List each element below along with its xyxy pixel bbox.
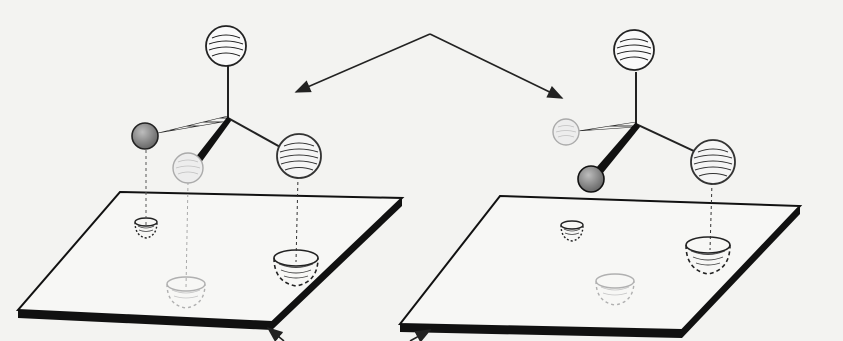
left-site-faint [166,276,206,309]
arrow-to-left-plane [266,326,285,341]
right-binding-sites [560,220,731,306]
left-atoms [131,25,322,184]
right-receptor-plane [397,194,803,338]
right-bonds [577,72,697,174]
left-plane-edge [18,310,272,330]
arrow-to-right-molecule [429,33,564,99]
right-plane-edge [400,324,682,338]
left-bonds [157,64,283,164]
left-receptor-plane [15,190,405,330]
arrow-to-left-molecule [294,33,431,93]
right-atom-dark [577,165,605,193]
left-drop-lines [145,150,299,289]
left-atom-faint [172,152,204,184]
right-drop-lines [709,181,713,251]
bottom-arrows [266,326,432,341]
right-atom-faint [552,118,580,146]
mirror-arrows [294,33,564,99]
right-site-small-dark [560,220,584,242]
right-atoms [552,29,736,193]
right-atom-large [690,139,736,185]
right-atom-top [613,29,655,71]
right-hashed-bond [577,121,637,132]
left-atom-top [205,25,247,67]
right-panel [397,29,803,338]
right-site-large [685,236,731,275]
left-panel [15,25,405,330]
arrow-to-right-plane [409,329,432,341]
left-atom-dark [131,122,159,150]
left-atom-large [276,133,322,179]
right-site-faint [595,273,635,306]
left-wedge-bond [195,116,231,164]
right-wedge-bond [596,122,640,174]
